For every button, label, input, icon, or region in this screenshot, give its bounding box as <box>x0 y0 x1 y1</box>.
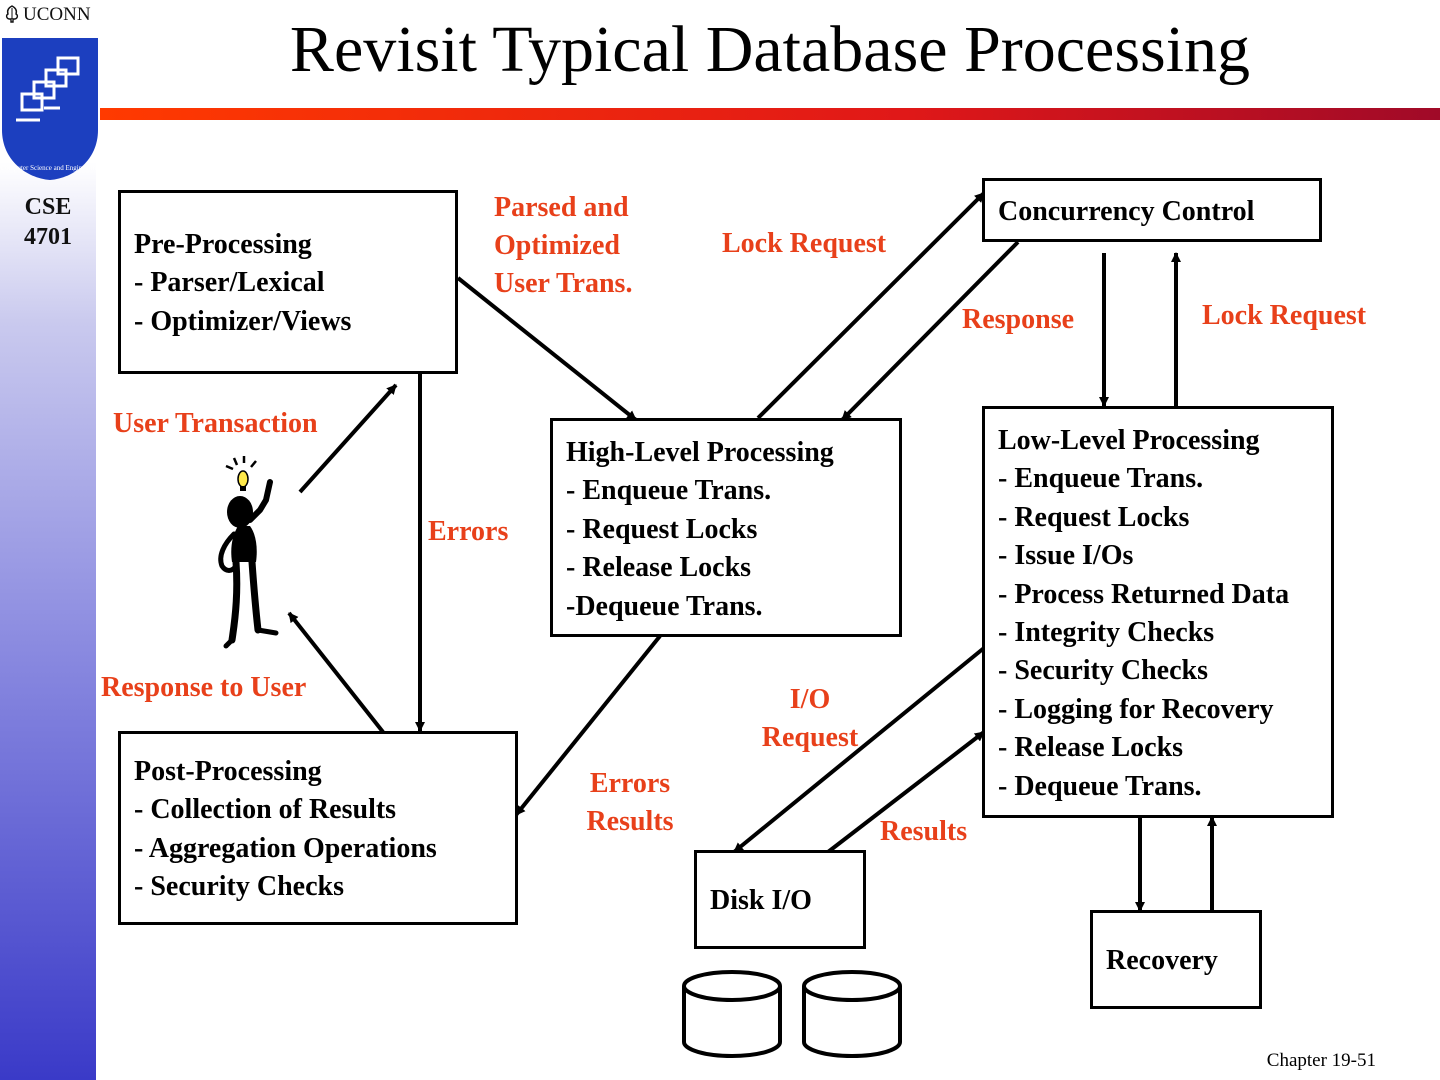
arrow-results <box>826 730 986 854</box>
recovery-box <box>1090 910 1262 1009</box>
course-id: 4701 <box>24 224 72 250</box>
course-number: CSE 4701 <box>0 192 96 252</box>
pre-processing-text: Pre-Processing - Parser/Lexical - Optimi… <box>134 229 352 337</box>
arrow-user-transaction <box>298 383 398 494</box>
high-level-processing-text: High-Level Processing - Enqueue Trans. -… <box>566 437 834 622</box>
disk-io-text: Disk I/O <box>710 885 812 916</box>
label-errors: Errors <box>428 516 509 547</box>
title-underline-bar <box>100 108 1440 120</box>
disk-drive-icon <box>802 970 902 1058</box>
course-code: CSE <box>24 194 72 220</box>
page-title: Revisit Typical Database Processing <box>289 13 1251 86</box>
oak-leaf-icon <box>5 5 19 23</box>
cse-department-logo: Computer Science and Engineering <box>0 38 100 180</box>
low-level-processing-text: Low-Level Processing - Enqueue Trans. - … <box>998 425 1290 802</box>
label-lock-request: Lock Request <box>722 228 887 259</box>
page-number: Chapter 19-51 <box>1266 1050 1376 1071</box>
label-io-request: I/O Request <box>761 684 859 753</box>
arrow-response <box>840 240 1020 422</box>
concurrency-control-text: Concurrency Control <box>998 196 1255 227</box>
post-processing-text: Post-Processing - Collection of Results … <box>134 756 437 903</box>
arrow-pre-to-high <box>456 276 638 422</box>
arrow-high-to-post <box>514 634 662 817</box>
low-level-processing-box <box>982 406 1334 818</box>
user-figure-icon <box>218 456 279 649</box>
high-level-processing-box <box>550 418 902 637</box>
logo-text: Computer Science and Engineering <box>0 164 100 172</box>
label-parsed-optimized: Parsed and Optimized User Trans. <box>494 192 633 299</box>
recovery-text: Recovery <box>1106 945 1218 976</box>
label-lock-request-2: Lock Request <box>1202 300 1367 331</box>
label-response: Response <box>962 304 1075 335</box>
label-errors-results: Errors Results <box>586 768 674 837</box>
sidebar <box>0 0 96 1080</box>
university-name: UCONN <box>23 4 91 25</box>
arrow-io-request <box>732 646 986 854</box>
label-user-transaction: User Transaction <box>113 408 318 439</box>
arrow-lock-request <box>756 191 986 420</box>
label-results: Results <box>880 816 968 847</box>
label-response-to-user: Response to User <box>101 672 307 703</box>
disk-io-box <box>694 850 866 949</box>
post-processing-box <box>118 731 518 925</box>
concurrency-control-box <box>982 178 1322 242</box>
disk-drive-icon <box>682 970 782 1058</box>
uconn-logo: UCONN <box>4 4 91 26</box>
pre-processing-box <box>118 190 458 374</box>
arrow-response-to-user <box>287 611 385 734</box>
